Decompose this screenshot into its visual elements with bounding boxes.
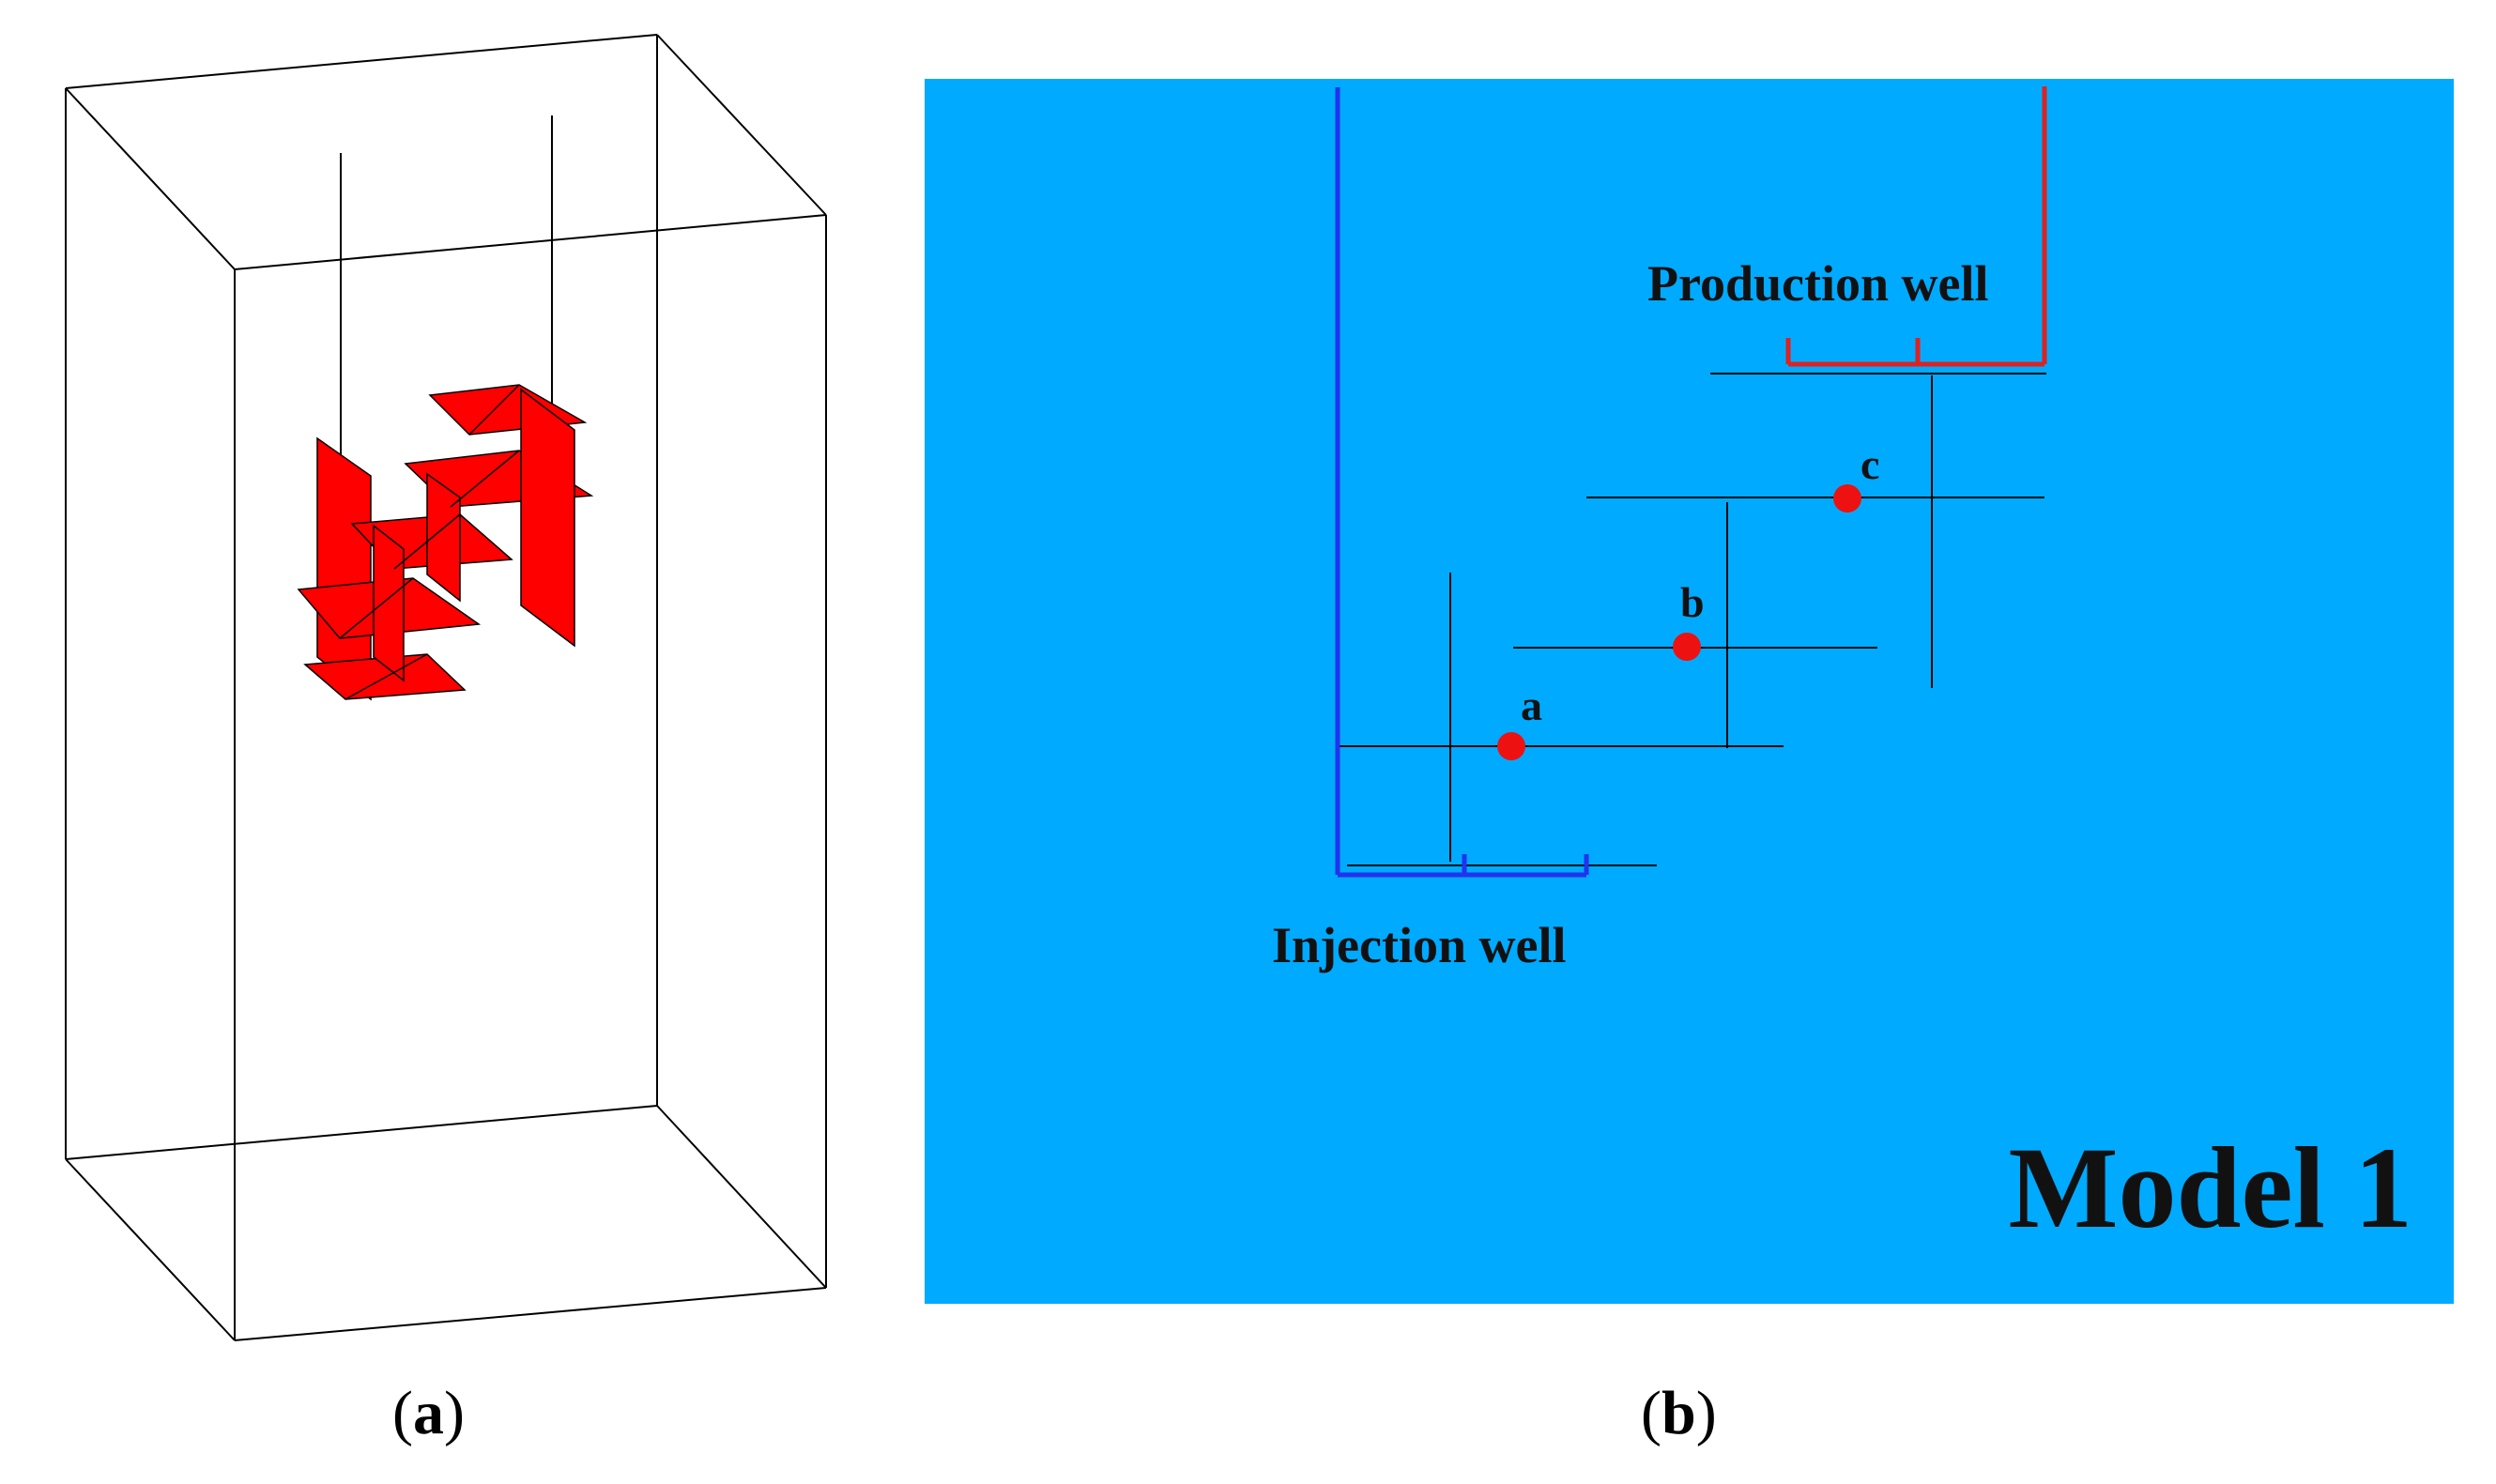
caption-b: (b) — [1641, 1379, 1717, 1447]
caption-a: (a) — [392, 1379, 465, 1447]
observation-point-b — [1673, 633, 1701, 661]
production-well — [1785, 86, 2047, 367]
injection-well — [1335, 87, 1589, 878]
point-label-b: b — [1680, 578, 1705, 626]
box-edge — [65, 34, 658, 89]
fracture-set — [297, 384, 594, 701]
box-edge — [234, 214, 827, 270]
fracture-edges — [339, 384, 520, 700]
observation-point-a — [1497, 732, 1525, 760]
fracture-plane — [520, 388, 575, 648]
point-label-c: c — [1861, 440, 1879, 488]
box-edge — [65, 87, 236, 270]
box-edge — [65, 1105, 658, 1160]
model-label: Model 1 — [2009, 1124, 2413, 1252]
box-edge — [234, 1287, 827, 1341]
box-edge — [65, 1158, 236, 1341]
grid-lines — [1338, 373, 2046, 866]
box-edge — [656, 34, 827, 216]
panel-b-background — [925, 79, 2454, 1304]
point-label-a: a — [1521, 681, 1542, 729]
injection-well-label: Injection well — [1272, 917, 1566, 973]
fracture-plane — [373, 524, 405, 682]
panel-a-diagram — [65, 34, 827, 1341]
production-well-label: Production well — [1647, 255, 1989, 312]
observation-point-c — [1833, 484, 1861, 513]
box-edge — [656, 1105, 827, 1289]
